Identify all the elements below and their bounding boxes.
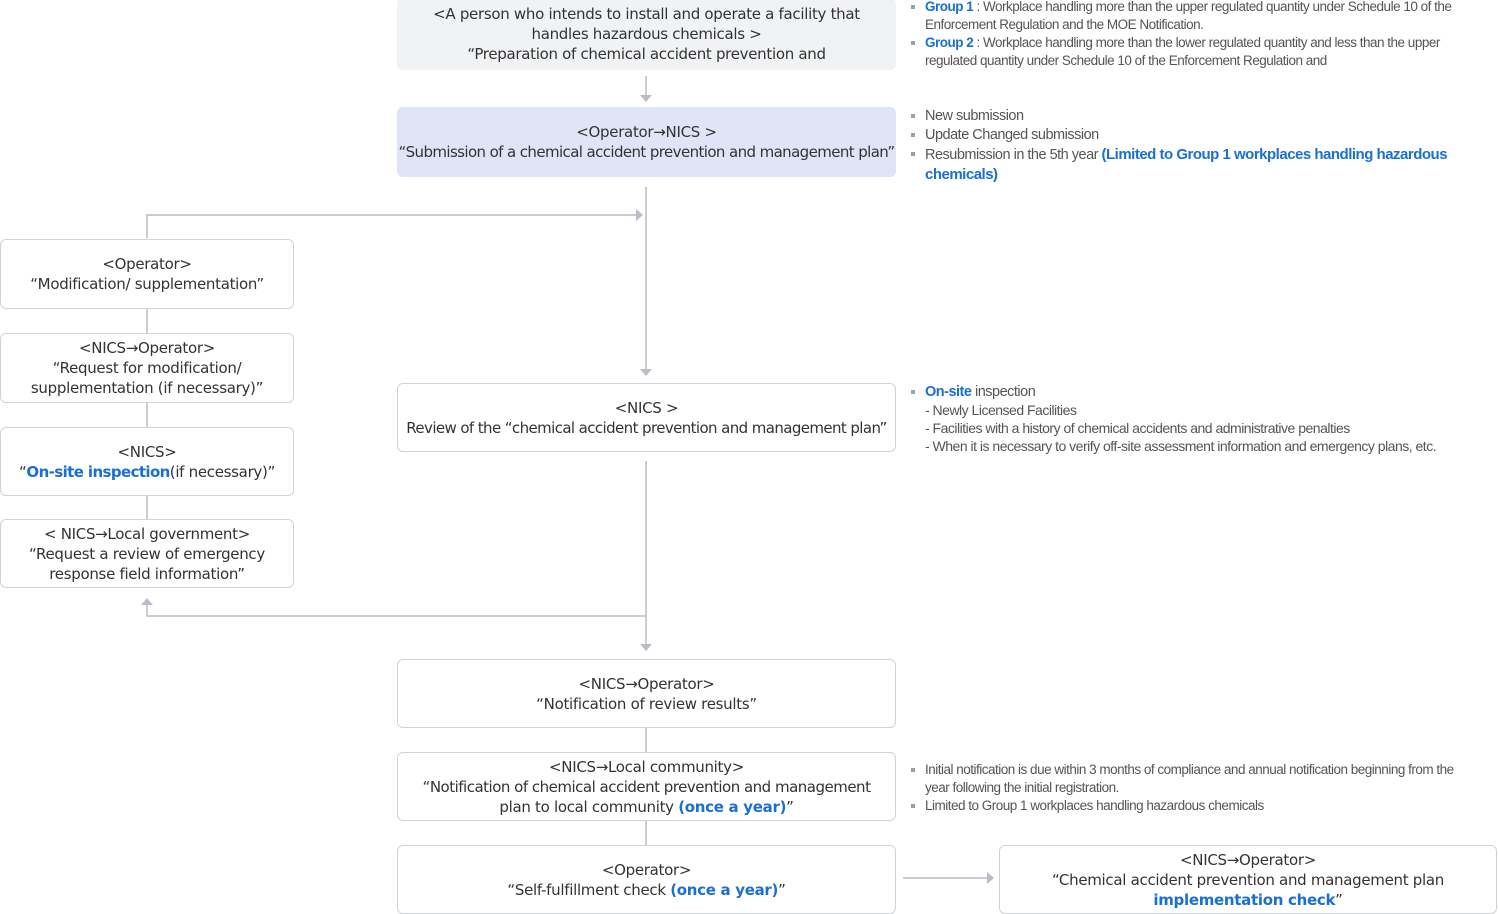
community-box-line1: <NICS→Local community> [549,757,744,776]
notification-box-line2: “Notification of review results” [536,694,757,713]
start-box-line3: “Preparation of chemical accident preven… [467,45,826,63]
inspection-note-title: On-site inspection [911,383,1486,401]
submission-note-item2: Update Changed submission [911,126,1471,145]
implementation-check-line1: <NICS→Operator> [1180,850,1316,869]
submission-note: New submission Update Changed submission… [911,107,1471,185]
review-box: <NICS > Review of the “chemical accident… [397,383,896,452]
implementation-check-line3: implementation check” [1153,890,1343,910]
group2-text: : Workplace handling more than the lower… [925,35,1440,68]
onsite-inspection-line2: “On-site inspection(if necessary)” [19,462,275,482]
group2-item: Group 2 : Workplace handling more than t… [911,34,1491,70]
group2-label: Group 2 [925,35,974,50]
self-check-line2-pre: “Self-fulfillment check [507,880,671,899]
group1-label: Group 1 [925,0,974,14]
community-box-line3: plan to local community (once a year)” [499,797,794,817]
modification-box-line2: “Modification/ supplementation” [30,275,264,293]
submission-note-item3-pre: Resubmission in the 5th year [925,147,1102,163]
request-modification-box: <NICS→Operator> “Request for modificatio… [0,333,294,403]
group1-text: : Workplace handling more than the upper… [925,0,1452,32]
community-line3-post: ” [786,797,794,816]
modification-box: <Operator> “Modification/ supplementatio… [0,239,294,309]
community-box-line2: “Notification of chemical accident preve… [422,777,871,796]
self-check-line2-post: ” [778,880,786,899]
self-check-highlight: (once a year) [670,880,779,899]
inspection-note: On-site inspection - Newly Licensed Faci… [911,383,1486,455]
implementation-check-line3-post: ” [1335,890,1343,909]
community-line3-pre: plan to local community [499,797,679,816]
community-line3-highlight: (once a year) [678,797,787,816]
submission-box: <Operator→NICS > “Submission of a chemic… [397,107,896,177]
submission-note-item1: New submission [911,107,1471,126]
arrowhead-right [987,872,994,884]
start-box-line1: <A person who intends to install and ope… [433,5,860,23]
local-government-box: < NICS→Local government> “Request a revi… [0,519,294,588]
community-note: Initial notification is due within 3 mon… [911,761,1476,815]
implementation-check-highlight: implementation check [1153,890,1336,909]
local-government-line1: < NICS→Local government> [43,524,250,543]
onsite-inspection-box: <NICS> “On-site inspection(if necessary)… [0,427,294,496]
notification-box-line1: <NICS→Operator> [578,674,715,693]
submission-box-line1: <Operator→NICS > [576,123,717,141]
submission-box-line2: “Submission of a chemical accident preve… [398,143,895,161]
arrowhead-up [141,598,153,605]
arrowhead-down [640,95,652,102]
request-modification-line1: <NICS→Operator> [79,339,215,357]
implementation-check-box: <NICS→Operator> “Chemical accident preve… [999,845,1497,914]
onsite-rest: (if necessary)” [169,462,276,481]
inspection-note-detail3: - When it is necessary to verify off-sit… [925,438,1437,454]
community-note-item1: Initial notification is due within 3 mon… [911,761,1476,797]
onsite-inspection-line1: <NICS> [117,442,177,461]
arrowhead-down [640,644,652,651]
self-check-line1: <Operator> [601,860,692,879]
review-box-line1: <NICS > [614,398,679,417]
onsite-highlight: On-site inspection [26,462,170,481]
implementation-check-line2: “Chemical accident prevention and manage… [1052,870,1444,889]
community-note-item2: Limited to Group 1 workplaces handling h… [911,797,1476,815]
start-box: <A person who intends to install and ope… [397,0,896,70]
groups-note: Group 1 : Workplace handling more than t… [911,0,1491,70]
inspection-note-title-highlight: On-site [925,384,972,400]
inspection-note-title-rest: inspection [971,384,1036,400]
self-check-line2: “Self-fulfillment check (once a year)” [507,880,785,900]
submission-note-item3: Resubmission in the 5th year (Limited to… [911,145,1471,185]
start-box-line2: handles hazardous chemicals > [531,25,762,43]
local-government-line2: “Request a review of emergency [29,544,265,563]
review-box-line2: Review of the “chemical accident prevent… [406,418,887,437]
community-box: <NICS→Local community> “Notification of … [397,752,896,821]
inspection-note-detail2: - Facilities with a history of chemical … [925,420,1350,436]
self-check-box: <Operator> “Self-fulfillment check (once… [397,845,896,914]
request-modification-line2: “Request for modification/ [52,359,242,377]
group1-item: Group 1 : Workplace handling more than t… [911,0,1491,34]
submission-note-item3-highlight: (Limited to Group 1 workplaces handling … [925,146,1448,183]
local-government-line3: response field information” [49,564,245,583]
open-quote: “ [18,462,27,481]
inspection-note-detail1: - Newly Licensed Facilities [925,402,1077,418]
arrowhead-down [640,369,652,376]
arrowhead-right [636,209,643,221]
notification-box: <NICS→Operator> “Notification of review … [397,659,896,728]
request-modification-line3: supplementation (if necessary)” [30,379,264,397]
modification-box-line1: <Operator> [102,255,192,273]
